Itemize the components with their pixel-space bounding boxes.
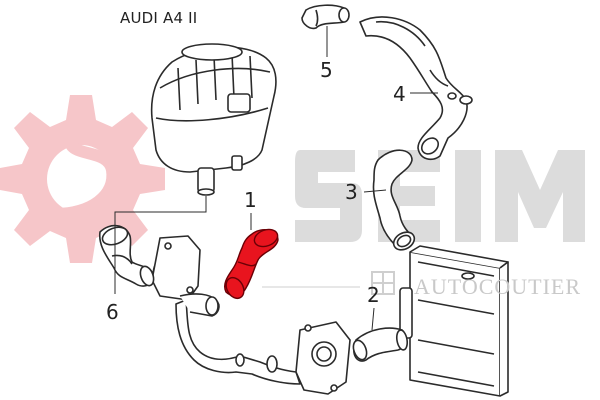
- vehicle-model-title: AUDI A4 II: [120, 9, 198, 27]
- intercooler: [399, 245, 509, 397]
- callout-label-6: 6: [106, 300, 119, 324]
- watermark-seim-text: [295, 150, 585, 242]
- hose-part-6: [98, 224, 155, 287]
- leader-line-2: [371, 307, 375, 331]
- leader-lines: [114, 26, 438, 331]
- callout-label-3: 3: [345, 180, 358, 204]
- callout-label-4: 4: [393, 82, 406, 106]
- hose-part-3: [372, 149, 416, 251]
- callout-label-1: 1: [244, 188, 257, 212]
- watermark-box-icon: [371, 271, 395, 295]
- leader-line-6: [114, 196, 207, 294]
- hose-part-2: [352, 327, 409, 362]
- watermark-logo: [0, 95, 585, 295]
- hose-part-5: [301, 4, 350, 30]
- watermark-subtitle: AUTOCOUTIER: [414, 274, 582, 299]
- callout-label-5: 5: [320, 58, 333, 82]
- intake-pipe-part-4: [359, 16, 473, 161]
- leader-line-3: [363, 189, 387, 193]
- hose-part-1-highlighted: [223, 228, 279, 300]
- callout-label-2: 2: [367, 283, 380, 307]
- expansion-tank: [150, 43, 277, 196]
